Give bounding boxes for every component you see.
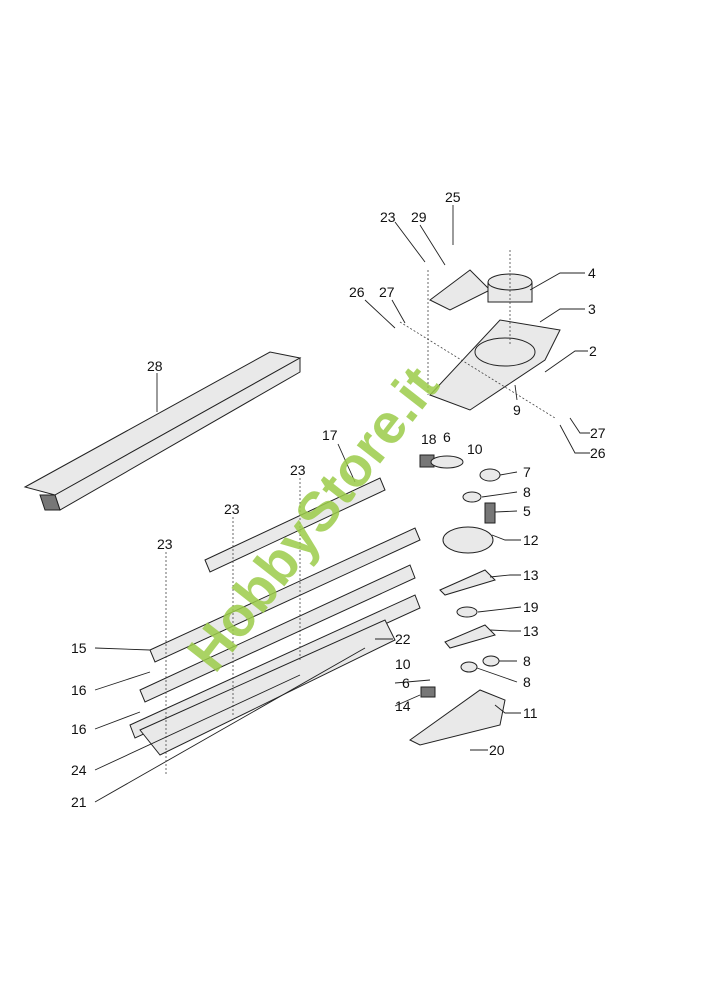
label-23c: 23 <box>224 501 240 517</box>
label-28: 28 <box>147 358 163 374</box>
label-14: 14 <box>395 698 411 714</box>
label-2: 2 <box>589 343 597 359</box>
label-26: 26 <box>349 284 365 300</box>
label-17: 17 <box>322 427 338 443</box>
label-9: 9 <box>513 402 521 418</box>
part-number-labels: 25 23 29 4 3 26 27 2 28 9 27 26 17 18 6 … <box>71 189 606 810</box>
label-8c: 8 <box>523 674 531 690</box>
label-7: 7 <box>523 464 531 480</box>
label-23b: 23 <box>290 462 306 478</box>
label-29: 29 <box>411 209 427 225</box>
label-8b: 8 <box>523 653 531 669</box>
label-21: 21 <box>71 794 87 810</box>
blade-cover-28 <box>23 351 302 511</box>
label-16b: 16 <box>71 721 87 737</box>
label-22: 22 <box>395 631 411 647</box>
label-8: 8 <box>523 484 531 500</box>
leader-lines <box>94 205 590 803</box>
label-20: 20 <box>489 742 505 758</box>
label-26b: 26 <box>590 445 606 461</box>
label-12: 12 <box>523 532 539 548</box>
label-4: 4 <box>588 265 596 281</box>
label-10: 10 <box>467 441 483 457</box>
gear-housing-3 <box>429 269 561 411</box>
label-10b: 10 <box>395 656 411 672</box>
label-24: 24 <box>71 762 87 778</box>
drive-parts <box>409 454 506 746</box>
label-6b: 6 <box>402 675 410 691</box>
label-5: 5 <box>523 503 531 519</box>
label-15: 15 <box>71 640 87 656</box>
label-3: 3 <box>588 301 596 317</box>
blades <box>129 477 421 756</box>
label-18: 18 <box>421 431 437 447</box>
label-25: 25 <box>445 189 461 205</box>
label-27b: 27 <box>590 425 606 441</box>
label-6: 6 <box>443 429 451 445</box>
label-13b: 13 <box>523 623 539 639</box>
label-16: 16 <box>71 682 87 698</box>
label-23: 23 <box>380 209 396 225</box>
label-19: 19 <box>523 599 539 615</box>
label-13: 13 <box>523 567 539 583</box>
label-23d: 23 <box>157 536 173 552</box>
label-11: 11 <box>523 705 538 721</box>
label-27: 27 <box>379 284 395 300</box>
